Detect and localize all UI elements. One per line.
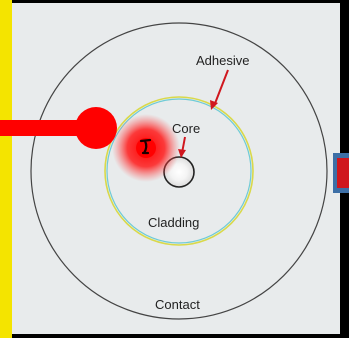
probe-tip: [75, 107, 117, 149]
adhesive-arrow: [214, 70, 228, 106]
adhesive-label: Adhesive: [196, 53, 249, 68]
contact-label: Contact: [155, 297, 200, 312]
cladding-label: Cladding: [148, 215, 199, 230]
